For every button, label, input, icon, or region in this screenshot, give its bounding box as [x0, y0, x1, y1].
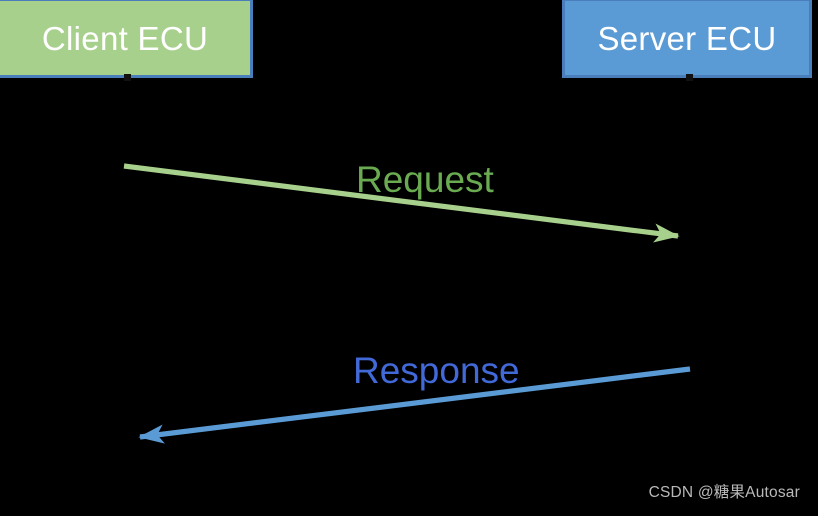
node-client-ecu-label: Client ECU — [41, 19, 209, 57]
node-server-ecu-label: Server ECU — [597, 19, 777, 57]
response-message-label: Response — [353, 350, 520, 391]
csdn-watermark: CSDN @糖果Autosar — [648, 483, 800, 501]
node-server-ecu[interactable]: Server ECU — [562, 0, 812, 78]
client-lifeline-stub — [124, 74, 131, 81]
request-message-label: Request — [356, 159, 494, 200]
server-lifeline-stub — [686, 74, 693, 81]
node-client-ecu[interactable]: Client ECU — [0, 0, 253, 78]
